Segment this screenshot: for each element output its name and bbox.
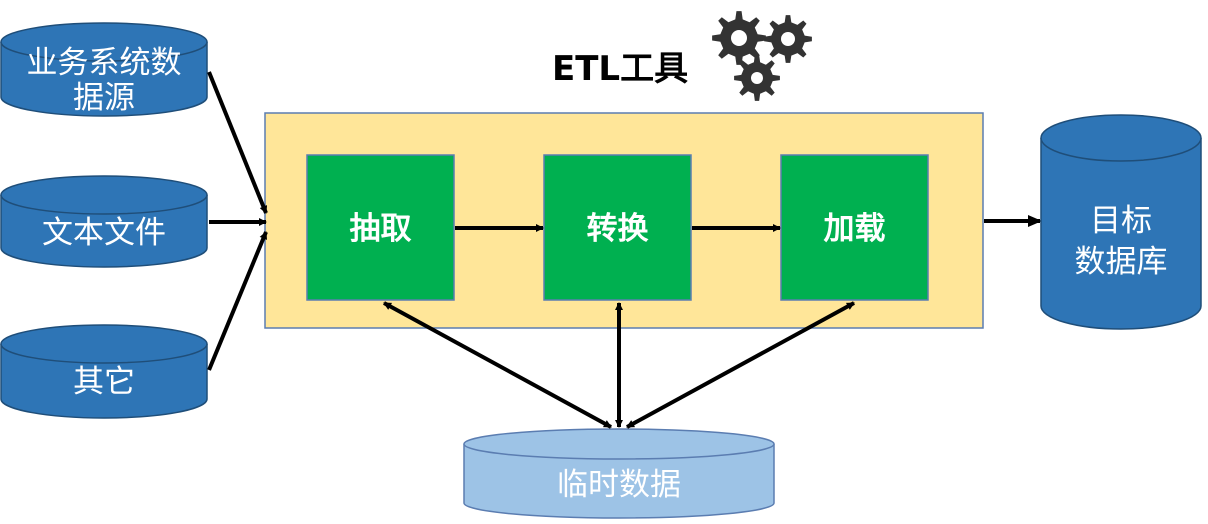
source-db-other-label: 其它	[73, 364, 135, 400]
target-db-label-line2: 数据库	[1075, 244, 1168, 280]
etl-tool-title: ETL工具	[552, 49, 688, 89]
target-db-label-line1: 目标	[1090, 203, 1152, 239]
source-db-textfiles: 文本文件	[0, 175, 208, 268]
temp-data-db: 临时数据	[463, 428, 775, 519]
temp-data-label: 临时数据	[557, 467, 681, 503]
source-db-other: 其它	[0, 324, 208, 419]
step-load-label: 加载	[824, 211, 886, 247]
source-db-textfiles-top	[0, 175, 208, 215]
target-db-body	[1040, 138, 1202, 330]
target-db: 目标 数据库	[1040, 114, 1202, 330]
source-db-business-label-line1: 业务系统数	[27, 45, 182, 81]
step-extract-label: 抽取	[350, 211, 412, 247]
source-db-textfiles-label: 文本文件	[42, 215, 166, 251]
temp-data-db-top	[463, 428, 775, 460]
source-db-business-top	[0, 22, 208, 62]
source-db-other-top	[0, 324, 208, 364]
arrow-extract-temp	[383, 301, 612, 429]
step-extract: 抽取	[306, 154, 455, 301]
step-transform: 转换	[543, 154, 692, 301]
source-db-other-body	[0, 344, 208, 419]
step-load: 加载	[780, 154, 929, 301]
source-db-textfiles-body	[0, 195, 208, 268]
target-db-top	[1040, 114, 1202, 162]
source-db-business-label-line2: 据源	[73, 80, 135, 116]
step-load-box	[780, 154, 929, 301]
gear-hole	[751, 72, 763, 84]
gear-hole	[731, 30, 747, 46]
source-db-business: 业务系统数 据源	[0, 22, 208, 117]
step-transform-label: 转换	[587, 211, 649, 247]
gear-hole	[781, 32, 795, 46]
source-db-business-body	[0, 42, 208, 117]
arrow-business-to-etl	[207, 71, 268, 214]
step-extract-box	[306, 154, 455, 301]
gears-icon	[712, 11, 812, 101]
step-transform-box	[543, 154, 692, 301]
arrow-other-to-etl	[207, 231, 268, 371]
temp-data-db-body	[463, 444, 775, 519]
arrow-load-temp	[626, 301, 855, 429]
